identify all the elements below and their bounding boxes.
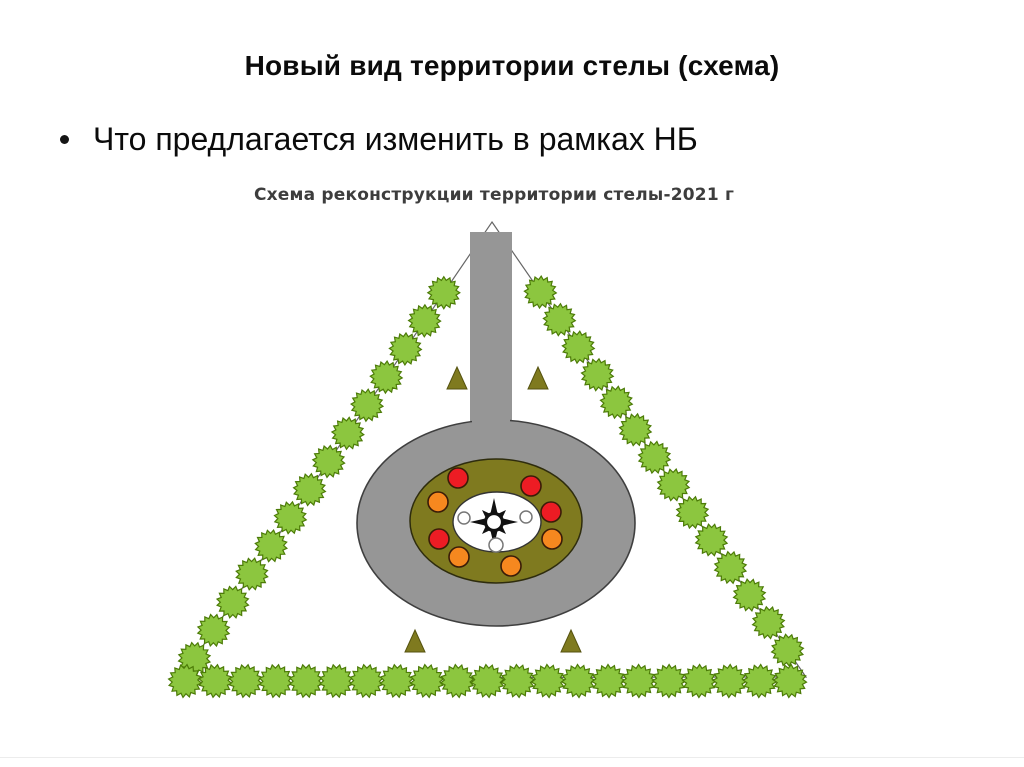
bush-icon	[311, 444, 346, 479]
lamp-circle	[488, 537, 504, 553]
bush-icon	[590, 663, 627, 699]
bush-icon	[618, 412, 653, 447]
slide-title: Новый вид территории стелы (схема)	[244, 50, 780, 81]
olive-tree-icon	[527, 365, 549, 390]
bush-icon	[409, 663, 445, 699]
bush-icon	[637, 440, 672, 475]
slide-bottom-border	[0, 757, 1024, 758]
bush-icon	[258, 663, 294, 699]
bush-icon	[742, 663, 778, 699]
flower-dot-red	[428, 528, 450, 550]
bush-icon	[288, 663, 324, 699]
bush-icon	[167, 663, 203, 699]
bush-icon	[470, 663, 505, 699]
bush-icon	[770, 633, 805, 668]
flower-dot-orange	[500, 555, 522, 577]
bush-icon	[330, 416, 365, 451]
flower-dot-red	[540, 501, 562, 523]
bush-icon	[621, 663, 657, 699]
bush-icon	[580, 357, 615, 392]
bush-icon	[732, 578, 767, 613]
compass-rose-hub-icon	[483, 511, 505, 533]
bush-icon	[349, 663, 384, 699]
olive-tree-icon	[446, 365, 468, 390]
bush-icon	[751, 605, 786, 640]
bush-icon	[656, 468, 691, 502]
bush-icon	[235, 557, 269, 591]
bullet-marker	[60, 135, 69, 144]
bullet-item: Что предлагается изменить в рамках НБ	[60, 121, 698, 158]
bush-icon	[694, 523, 729, 557]
bush-icon	[292, 472, 327, 507]
flower-dot-orange	[541, 528, 563, 550]
flower-dot-red	[520, 475, 542, 497]
bush-icon	[379, 663, 415, 699]
bush-icon	[318, 663, 354, 699]
bush-icon	[599, 385, 634, 420]
bush-icon	[675, 495, 710, 530]
diagram-caption: Схема реконструкции территории стелы-202…	[253, 185, 735, 205]
bush-icon	[228, 663, 263, 699]
bush-icon	[681, 663, 717, 699]
bush-icon	[388, 331, 423, 367]
flower-dot-orange	[427, 491, 449, 513]
bush-icon	[651, 663, 687, 699]
olive-tree-icon	[560, 628, 582, 653]
bullet-text: Что предлагается изменить в рамках НБ	[93, 121, 698, 157]
bush-icon	[713, 550, 748, 585]
bush-icon	[273, 500, 308, 535]
lamp-circle	[519, 510, 533, 524]
bush-icon	[426, 275, 461, 310]
olive-tree-icon	[404, 628, 426, 653]
bush-icon	[772, 663, 808, 699]
bush-icon	[542, 302, 577, 337]
bush-icon	[500, 663, 536, 699]
flower-dot-red	[447, 467, 469, 489]
bush-icon	[215, 585, 250, 619]
bush-icon	[560, 663, 596, 699]
bush-icon	[561, 330, 596, 365]
bush-icon	[350, 388, 385, 423]
lamp-circle	[457, 511, 471, 525]
bush-icon	[407, 303, 442, 338]
bush-icon	[711, 663, 748, 699]
bush-icon	[197, 663, 233, 699]
bush-icon	[523, 274, 558, 310]
bush-icon	[254, 529, 288, 563]
stele-base-junction	[472, 414, 510, 430]
bush-icon	[439, 663, 475, 699]
bush-icon	[196, 613, 231, 648]
bush-icon	[530, 663, 566, 699]
flower-dot-orange	[448, 546, 470, 568]
bush-icon	[369, 360, 404, 395]
